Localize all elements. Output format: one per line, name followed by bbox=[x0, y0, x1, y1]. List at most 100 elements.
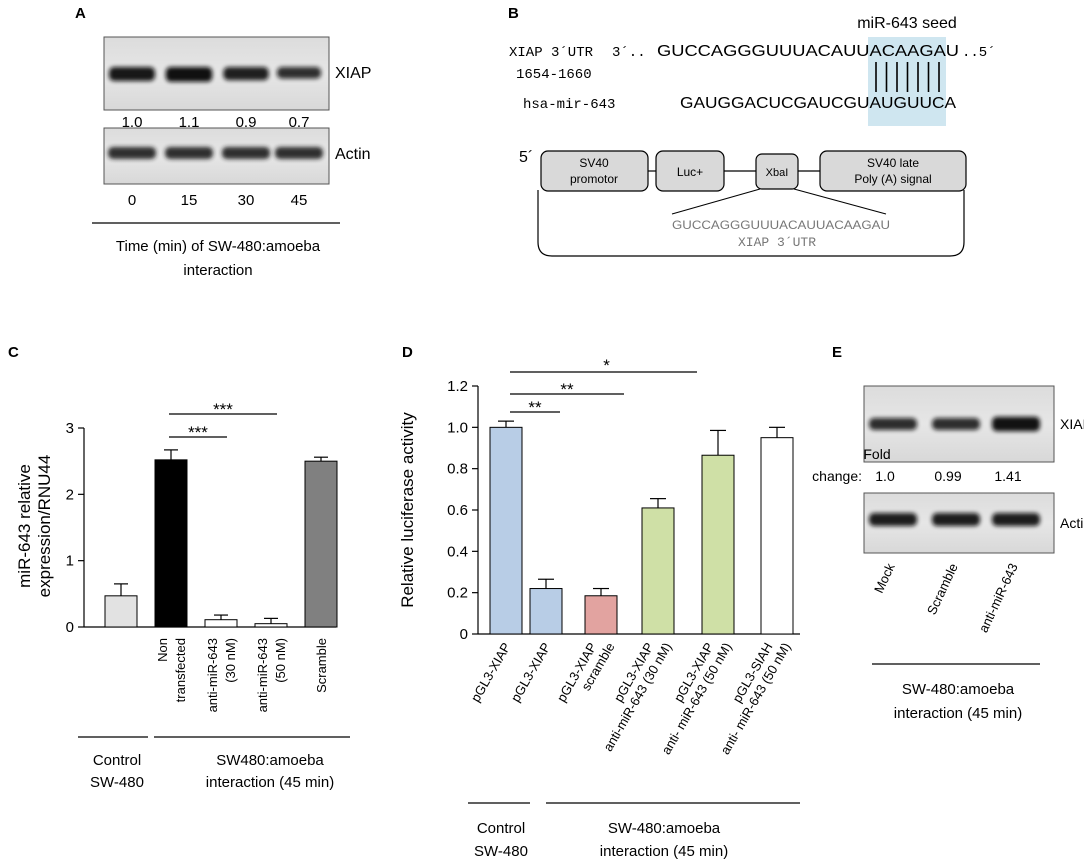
box-late-line2: Poly (A) signal bbox=[854, 172, 931, 186]
band-actin bbox=[108, 147, 156, 159]
y-tick-label: 1.0 bbox=[447, 419, 468, 436]
mir-sequence: GAUGGACUCGAUCGUAUGUUCA bbox=[680, 95, 956, 112]
xiap-label: XIAP bbox=[335, 65, 371, 82]
panel-d-letter: D bbox=[402, 344, 413, 361]
band-xiap bbox=[109, 67, 155, 81]
position-label: 1654-1660 bbox=[516, 67, 592, 83]
fold-values: 1.0 1.1 0.9 0.7 bbox=[122, 114, 310, 131]
bar bbox=[304, 460, 338, 628]
fold-value: 1.0 bbox=[122, 114, 143, 131]
seed-label: miR-643 seed bbox=[857, 15, 957, 32]
x-tick-label: (50 nM) bbox=[273, 638, 288, 683]
insert-pointer bbox=[671, 188, 761, 215]
lane-label: Scramble bbox=[924, 561, 961, 617]
bar bbox=[701, 454, 735, 635]
fold-label-line2: change: bbox=[812, 468, 862, 484]
actin-bands bbox=[869, 513, 1040, 526]
panel-b: B miR-643 seed XIAP 3´UTR 3´.. GUCCAGGGU… bbox=[508, 5, 996, 257]
y-tick-label: 0.4 bbox=[447, 543, 468, 560]
group-label: SW480:amoeba bbox=[216, 752, 324, 769]
x-tick-label: transfected bbox=[173, 638, 188, 702]
xiap-bands bbox=[109, 67, 322, 82]
box-xbai bbox=[755, 153, 799, 190]
y-tick-label: 0 bbox=[66, 619, 74, 636]
fold-value: 1.1 bbox=[179, 114, 200, 131]
fold-value: 1.41 bbox=[994, 468, 1021, 484]
group-label: interaction (45 min) bbox=[206, 774, 334, 791]
bar bbox=[760, 437, 794, 635]
bar bbox=[104, 595, 138, 628]
band-xiap bbox=[276, 67, 322, 79]
utr-label: XIAP 3´UTR bbox=[509, 45, 594, 61]
lane-label: Mock bbox=[871, 560, 898, 595]
y-axis-label: Relative luciferase activity bbox=[398, 412, 417, 608]
utr-prime-left: 3´.. bbox=[612, 45, 646, 61]
significance-label: * bbox=[603, 356, 610, 375]
x-tick-label: Non bbox=[155, 638, 170, 662]
box-late-line1: SV40 late bbox=[867, 156, 919, 170]
group-label: interaction (45 min) bbox=[600, 843, 728, 860]
band-actin bbox=[992, 513, 1040, 526]
actin-label: Actin bbox=[1060, 515, 1084, 531]
bar bbox=[584, 595, 618, 635]
band-actin bbox=[869, 513, 917, 526]
bar bbox=[204, 619, 238, 628]
caption-line-1: Time (min) of SW-480:amoeba bbox=[116, 238, 321, 255]
plasmid-loop bbox=[537, 190, 965, 257]
panel-e: E XIAP Fold change: 1.00.991.41 Actin Mo… bbox=[812, 344, 1084, 722]
band-actin bbox=[222, 147, 270, 159]
actin-label: Actin bbox=[335, 146, 371, 163]
x-tick-label: (30 nM) bbox=[223, 638, 238, 683]
group-label: Control bbox=[477, 820, 525, 837]
x-tick-label: pGL3-XIAP bbox=[468, 640, 514, 704]
y-axis-label: expression/RNU44 bbox=[35, 455, 54, 598]
y-tick-label: 0 bbox=[460, 626, 468, 643]
y-tick-label: 0.2 bbox=[447, 585, 468, 602]
base-pair-lines bbox=[875, 62, 940, 92]
band-actin bbox=[165, 147, 213, 159]
box-xbai-label: XbaI bbox=[766, 167, 789, 179]
time-label: 30 bbox=[238, 192, 255, 209]
caption-line-2: interaction bbox=[183, 262, 252, 279]
utr-prime-right: ..5´ bbox=[962, 45, 996, 61]
box-sv40-promotor bbox=[540, 150, 649, 192]
caption-line-1: SW-480:amoeba bbox=[902, 681, 1015, 698]
utr-sequence: GUCCAGGGUUUACAUUACAAGAU bbox=[657, 43, 959, 60]
panel-c-letter: C bbox=[8, 344, 19, 361]
y-tick-label: 2 bbox=[66, 486, 74, 503]
box-luc-label: Luc+ bbox=[677, 165, 703, 179]
bar bbox=[489, 426, 523, 635]
box-sv40-line1: SV40 bbox=[579, 156, 609, 170]
fold-value: 0.7 bbox=[289, 114, 310, 131]
band-xiap bbox=[932, 418, 980, 430]
y-tick-label: 0.6 bbox=[447, 502, 468, 519]
y-tick-label: 1.2 bbox=[447, 378, 468, 395]
box-sv40-late bbox=[819, 150, 967, 192]
time-label: 15 bbox=[181, 192, 198, 209]
panel-a-letter: A bbox=[75, 5, 86, 22]
xiap-label: XIAP bbox=[1060, 416, 1084, 432]
lane-label: anti-miR-643 bbox=[976, 561, 1021, 635]
bar bbox=[254, 623, 288, 628]
bar bbox=[529, 588, 563, 635]
five-prime-label: 5´ bbox=[519, 149, 533, 166]
bar bbox=[154, 459, 188, 628]
group-label: SW-480 bbox=[90, 774, 144, 791]
box-sv40-line2: promotor bbox=[570, 172, 618, 186]
significance-label: ** bbox=[528, 398, 542, 417]
band-xiap bbox=[992, 416, 1040, 432]
insert-pointer bbox=[793, 188, 887, 215]
time-label: 0 bbox=[128, 192, 136, 209]
fold-value: 0.9 bbox=[236, 114, 257, 131]
panel-e-letter: E bbox=[832, 344, 842, 361]
significance-label: *** bbox=[188, 423, 208, 442]
lane-labels: Mock Scramble anti-miR-643 bbox=[871, 560, 1021, 634]
y-tick-label: 3 bbox=[66, 420, 74, 437]
insert-label: XIAP 3´UTR bbox=[738, 235, 816, 250]
